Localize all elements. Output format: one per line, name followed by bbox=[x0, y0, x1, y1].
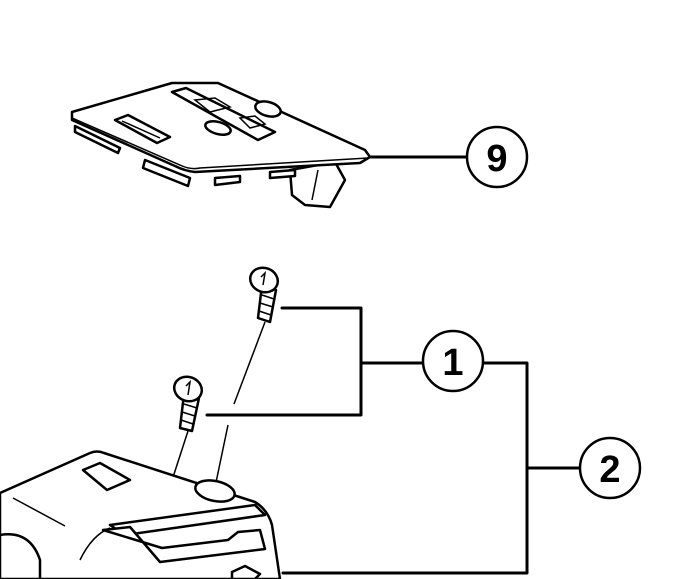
callout-9: 9 bbox=[465, 125, 529, 189]
screw-axis-upper bbox=[213, 321, 266, 493]
callout-9-label: 9 bbox=[486, 138, 507, 180]
callout-1-label: 1 bbox=[442, 342, 463, 384]
callout-2: 2 bbox=[578, 436, 642, 500]
callout-2-label: 2 bbox=[599, 449, 620, 491]
screw-lower bbox=[172, 375, 204, 433]
cover-plate-part bbox=[70, 81, 372, 209]
bracket-screws bbox=[205, 306, 363, 417]
callout-1: 1 bbox=[421, 329, 485, 393]
bracket-set bbox=[281, 361, 529, 575]
screw-upper bbox=[248, 266, 280, 324]
body-housing-part bbox=[0, 450, 282, 579]
